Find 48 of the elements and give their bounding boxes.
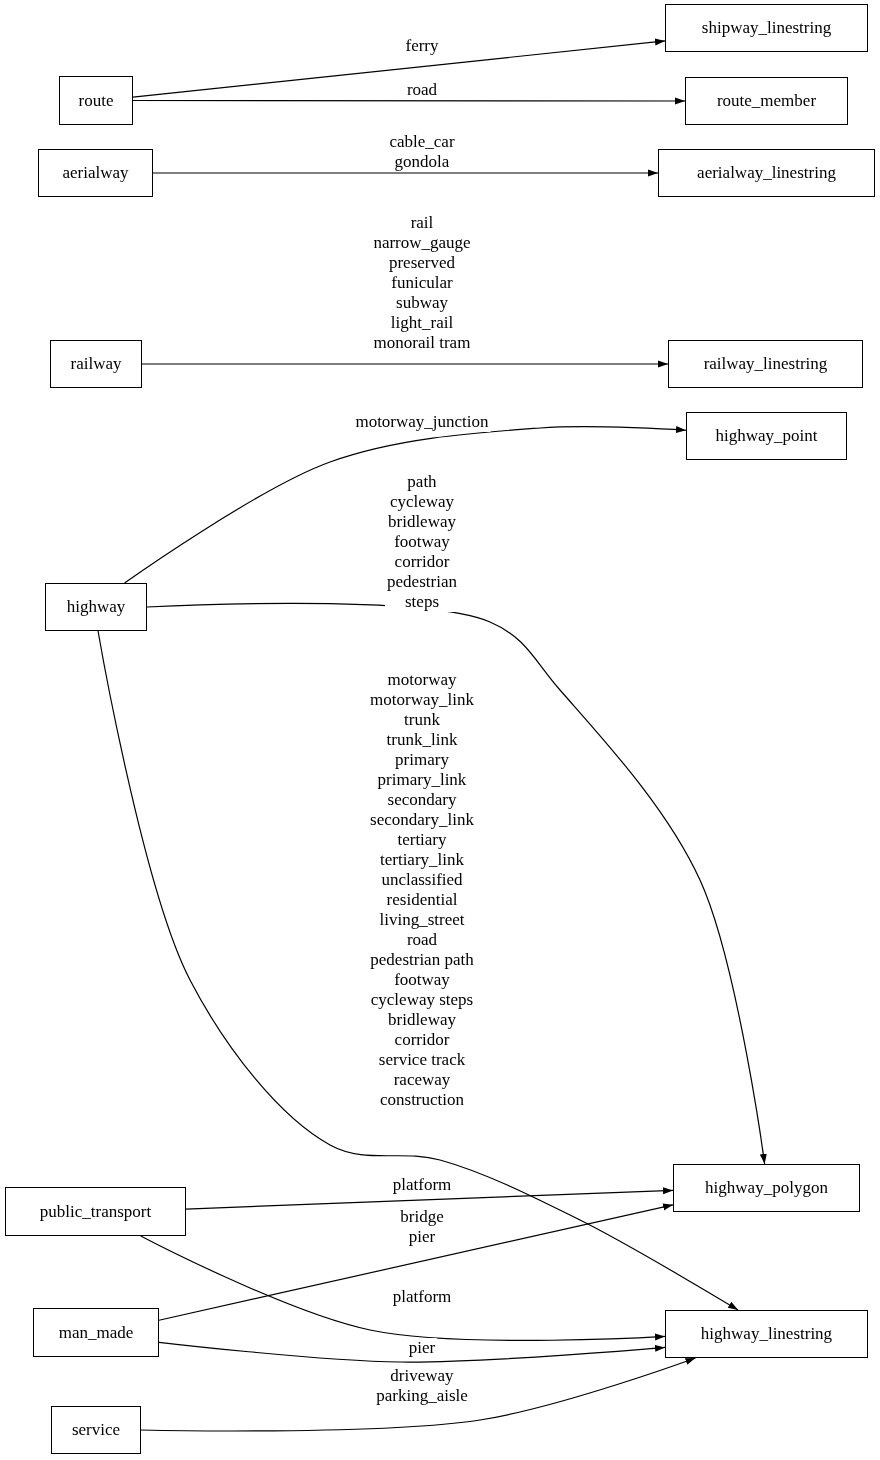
node-box — [665, 1310, 868, 1358]
node-label: service — [71, 1420, 121, 1440]
node-label: route — [78, 90, 114, 111]
arrow — [97, 630, 739, 1311]
node-label: highway_point — [715, 426, 818, 446]
node-box — [668, 340, 863, 388]
arrow — [152, 169, 659, 177]
edge-label: driveway parking_aisle — [374, 1366, 470, 1406]
arrow — [185, 1187, 674, 1210]
node-box — [50, 340, 142, 388]
node-box — [685, 77, 848, 125]
arrow — [132, 38, 666, 98]
edge-label: cable_car gondola — [387, 132, 457, 172]
node-box — [5, 1187, 186, 1236]
node-label: highway_linestring — [700, 1324, 833, 1344]
node-box — [686, 412, 847, 460]
arrow — [132, 97, 686, 105]
edge-label: platform — [390, 1287, 454, 1307]
node-box — [33, 1308, 159, 1357]
node-label: highway_polygon — [705, 1178, 828, 1198]
arrow — [140, 1357, 697, 1432]
edge-label: ferry — [403, 36, 441, 56]
node-label: aerialway — [62, 163, 129, 183]
edge-label: pier — [406, 1338, 438, 1358]
edge-label: platform — [390, 1175, 454, 1195]
node-label: man_made — [58, 1322, 134, 1343]
arrow — [140, 1235, 666, 1342]
node-label: aerialway_linestring — [697, 163, 836, 183]
arrow — [158, 1203, 674, 1321]
node-label: route_member — [716, 91, 817, 111]
arrow — [146, 602, 767, 1165]
node-box — [658, 149, 875, 197]
node-label: highway — [66, 597, 126, 617]
node-label: railway — [70, 354, 122, 374]
edge-label: bridge pier — [398, 1207, 446, 1247]
node-box — [665, 4, 868, 52]
node-box — [45, 583, 147, 631]
node-label: public_transport — [39, 1201, 152, 1222]
arrow — [158, 1341, 666, 1363]
node-box — [51, 1406, 141, 1454]
node-box — [59, 76, 133, 125]
arrow — [141, 360, 669, 368]
edge-label: path cycleway bridleway footway corridor pedestrian steps — [385, 472, 459, 612]
arrow — [123, 426, 687, 584]
node-box — [673, 1164, 860, 1212]
node-label: shipway_linestring — [701, 18, 832, 38]
node-label: railway_linestring — [703, 354, 828, 374]
node-box — [38, 149, 153, 197]
